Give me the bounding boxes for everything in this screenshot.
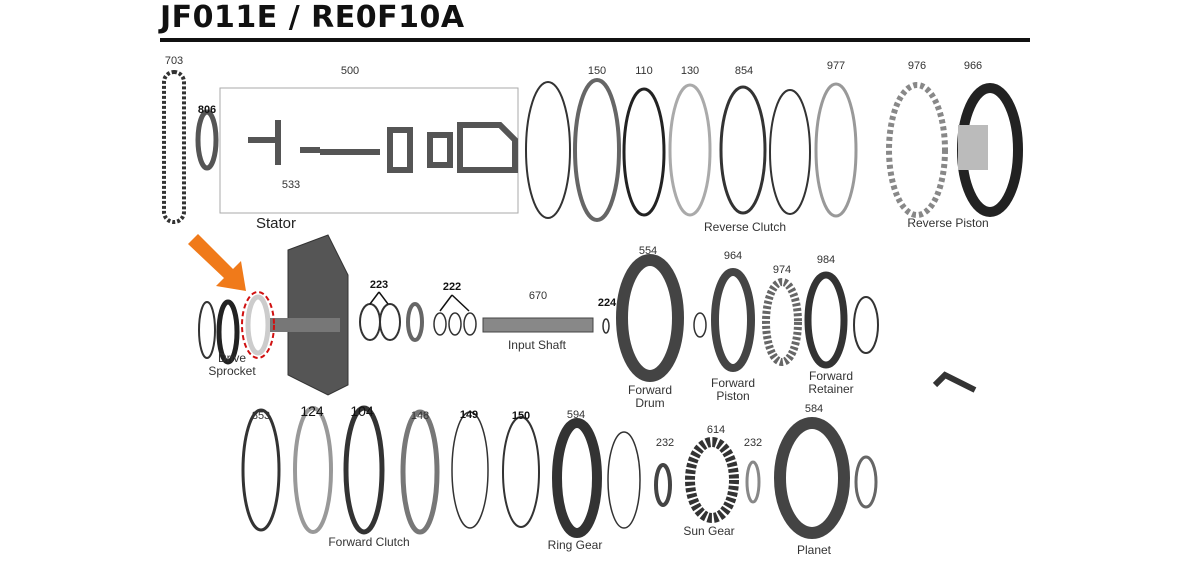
label-150b: 150 (511, 410, 531, 422)
seal-1 (198, 301, 216, 359)
ring-130 (668, 83, 712, 217)
label-984: 984 (816, 254, 836, 266)
label-703: 703 (164, 55, 184, 67)
label-sun-gear: Sun Gear (683, 524, 735, 538)
plate-104 (343, 405, 385, 535)
plate-148 (400, 409, 440, 535)
label-974: 974 (772, 264, 792, 276)
label-533: 533 (281, 179, 301, 191)
label-110: 110 (635, 65, 653, 77)
label-124: 124 (300, 403, 324, 419)
ring-223b (379, 303, 401, 341)
sprocket-806 (195, 109, 219, 171)
washer (406, 302, 424, 342)
label-130: 130 (680, 65, 700, 77)
label-222: 222 (442, 281, 462, 293)
highlight-circle-icon (241, 291, 275, 359)
ring (854, 455, 878, 509)
label-150: 150 (587, 65, 607, 77)
label-ring-gear: Ring Gear (547, 538, 603, 552)
label-806: 806 (197, 104, 217, 116)
label-104: 104 (350, 403, 374, 419)
label-forward-piston: Forward Piston (710, 376, 755, 403)
ring-150 (525, 81, 571, 219)
ring-150-plate (573, 78, 621, 222)
stator-body (287, 234, 349, 396)
hub-976 (886, 82, 948, 218)
label-232b: 232 (743, 437, 763, 449)
label-stator: Stator (255, 215, 297, 232)
input-shaft-670 (482, 317, 594, 333)
ring-222c (463, 312, 477, 336)
ring-853 (241, 408, 281, 532)
label-976: 976 (907, 60, 927, 72)
label-614: 614 (706, 424, 726, 436)
label-966: 966 (963, 60, 983, 72)
label-reverse-clutch: Reverse Clutch (703, 220, 787, 234)
label-148: 148 (410, 410, 430, 422)
label-594: 594 (566, 409, 586, 421)
ring-222a (433, 312, 447, 336)
bracket-part (932, 371, 977, 393)
washer-highlight (245, 294, 271, 356)
forward-piston-964 (711, 268, 755, 372)
label-drive-sprocket: Drive Sprocket (208, 351, 256, 378)
forward-drum-554 (616, 254, 684, 382)
washer-232b (745, 460, 761, 504)
ring (607, 431, 641, 529)
ring-gear-594 (552, 418, 602, 538)
ring-854 (719, 85, 767, 215)
label-500: 500 (340, 65, 360, 77)
leader-222 (439, 294, 470, 312)
ring-854b (769, 89, 811, 215)
label-149: 149 (459, 409, 479, 421)
drive-sprocket (216, 299, 240, 365)
ring-224 (602, 318, 610, 334)
label-223: 223 (369, 279, 389, 291)
label-input-shaft: Input Shaft (507, 338, 567, 352)
forward-retainer-984 (804, 271, 848, 369)
stator-shaft (270, 318, 340, 332)
bearing-974 (762, 278, 802, 366)
label-853: 853 (251, 410, 271, 422)
label-forward-drum: Forward Drum (627, 383, 672, 410)
sun-gear-614 (685, 437, 739, 523)
label-forward-retainer: Forward Retainer (808, 369, 854, 396)
label-584: 584 (804, 403, 824, 415)
chain-703 (162, 70, 186, 224)
label-planet: Planet (796, 543, 832, 557)
ring-977 (814, 82, 858, 218)
arrow-icon (188, 234, 246, 291)
diagram-title: JF011E / RE0F10A (160, 0, 465, 35)
label-964: 964 (723, 250, 743, 262)
label-854: 854 (734, 65, 754, 77)
label-reverse-piston: Reverse Piston (907, 216, 989, 230)
leader-223 (369, 291, 389, 305)
ring-222b (448, 312, 462, 336)
ring (693, 312, 707, 338)
piston-966-hub (958, 125, 988, 170)
ring-150b (502, 416, 540, 528)
label-977: 977 (826, 60, 846, 72)
ring (853, 296, 879, 354)
plate-124 (293, 406, 333, 534)
label-554: 554 (638, 245, 658, 257)
label-232a: 232 (655, 437, 675, 449)
label-forward-clutch: Forward Clutch (328, 535, 410, 549)
planet-584 (774, 417, 850, 539)
washer-232a (654, 463, 672, 507)
label-224: 224 (597, 297, 617, 309)
pump-parts (248, 120, 518, 173)
label-670: 670 (528, 290, 548, 302)
ring-149 (451, 411, 489, 529)
title-underline (160, 38, 1030, 42)
ring-110 (622, 87, 666, 217)
ring-223a (359, 303, 381, 341)
